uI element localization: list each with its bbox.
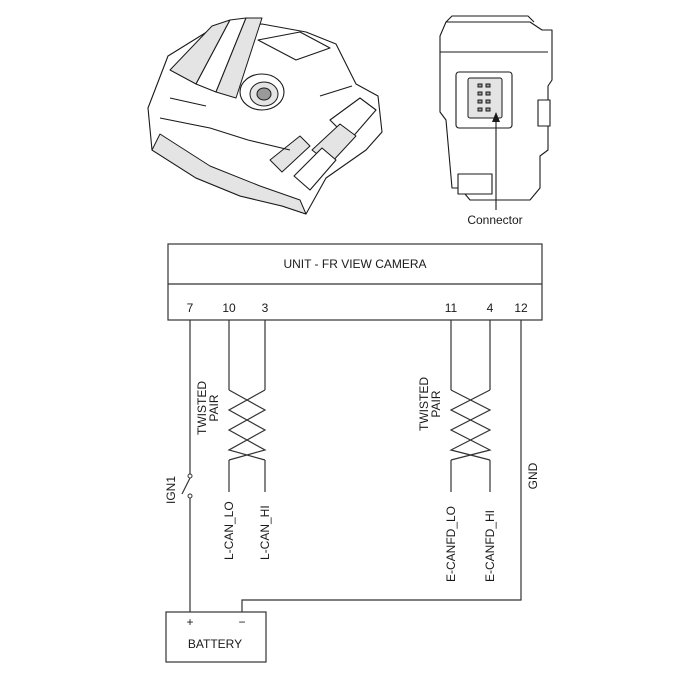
pin-12: 12 <box>514 301 528 315</box>
connector-pins <box>477 83 491 112</box>
switch-contact-bottom <box>187 493 193 499</box>
signal-e-canfd-lo: E-CANFD_LO <box>444 506 458 582</box>
gnd-label: GND <box>526 462 540 489</box>
battery-plus: + <box>186 615 193 629</box>
battery-minus: − <box>238 615 245 629</box>
pin-4: 4 <box>487 301 494 315</box>
signal-e-canfd-hi: E-CANFD_HI <box>483 510 497 582</box>
twisted-pair-label-right-1: TWISTED <box>417 377 431 431</box>
signal-l-can-hi: L-CAN_HI <box>258 505 272 560</box>
camera-side-view: Connector <box>439 15 553 227</box>
unit-box: UNIT - FR VIEW CAMERA 7 10 3 11 4 12 <box>167 243 543 321</box>
connector-label: Connector <box>467 213 522 227</box>
ign-switch-lever <box>181 477 191 495</box>
pin-11: 11 <box>445 301 458 315</box>
e-canfd-twisted-pair: TWISTED PAIR E-CANFD_LO E-CANFD_HI <box>417 320 497 582</box>
signal-l-can-lo: L-CAN_LO <box>222 501 236 560</box>
twisted-pair-label-left-1: TWISTED <box>195 381 209 435</box>
connector-arrow-icon <box>492 112 500 122</box>
l-can-twisted-pair: TWISTED PAIR L-CAN_LO L-CAN_HI <box>195 320 272 560</box>
ign1-circuit: IGN1 <box>164 320 193 612</box>
pin-10: 10 <box>222 301 236 315</box>
twisted-pair-label-right-2: PAIR <box>429 390 443 417</box>
ign1-label: IGN1 <box>164 476 178 504</box>
camera-illustration <box>147 17 383 215</box>
battery-label: BATTERY <box>188 637 242 651</box>
unit-title: UNIT - FR VIEW CAMERA <box>283 257 426 271</box>
battery: + − BATTERY <box>165 611 267 663</box>
twisted-pair-label-left-2: PAIR <box>207 394 221 421</box>
pin-7: 7 <box>187 301 194 315</box>
pin-3: 3 <box>262 301 269 315</box>
switch-contact-top <box>187 473 193 479</box>
gnd-circuit: GND <box>241 320 540 612</box>
